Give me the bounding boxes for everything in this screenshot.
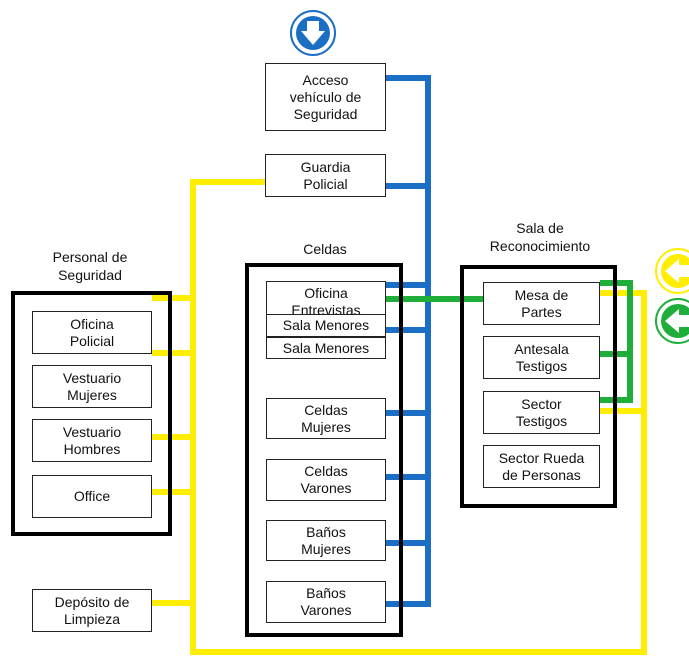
box-banos-varones: Baños Varones — [266, 581, 386, 623]
box-antesala-testigos: Antesala Testigos — [483, 336, 600, 379]
box-oficina-policial: Oficina Policial — [32, 311, 152, 354]
box-sector-testigos: Sector Testigos — [483, 391, 600, 434]
box-deposito-limpieza: Depósito de Limpieza — [32, 589, 152, 632]
group-sala-reconocimiento — [460, 265, 617, 508]
box-acceso-vehiculo: Acceso vehículo de Seguridad — [265, 63, 386, 131]
box-office: Office — [32, 475, 152, 518]
group-title-personal-seguridad: Personal de Seguridad — [52, 249, 128, 283]
yellow-connector-main — [190, 179, 647, 655]
group-personal-seguridad — [11, 291, 172, 536]
box-banos-mujeres: Baños Mujeres — [266, 520, 386, 561]
box-sector-rueda-personas: Sector Rueda de Personas — [483, 445, 600, 488]
arrow-down-icon — [290, 10, 336, 56]
group-title-sala-reconocimiento: Sala de Reconocimiento — [489, 220, 591, 254]
box-celdas-mujeres: Celdas Mujeres — [266, 398, 386, 439]
group-celdas — [245, 263, 403, 637]
box-vestuario-hombres: Vestuario Hombres — [32, 419, 152, 462]
box-vestuario-mujeres: Vestuario Mujeres — [32, 365, 152, 408]
blue-connector-main — [386, 75, 431, 607]
box-guardia-policial: Guardia Policial — [265, 154, 386, 197]
box-sala-menores-1: Sala Menores — [266, 314, 386, 337]
group-title-celdas: Celdas — [303, 241, 347, 257]
arrow-left-icon — [655, 248, 689, 294]
box-celdas-varones: Celdas Varones — [266, 459, 386, 501]
box-mesa-partes: Mesa de Partes — [483, 282, 600, 325]
box-sala-menores-2: Sala Menores — [266, 337, 386, 359]
arrow-left-icon — [655, 298, 689, 344]
